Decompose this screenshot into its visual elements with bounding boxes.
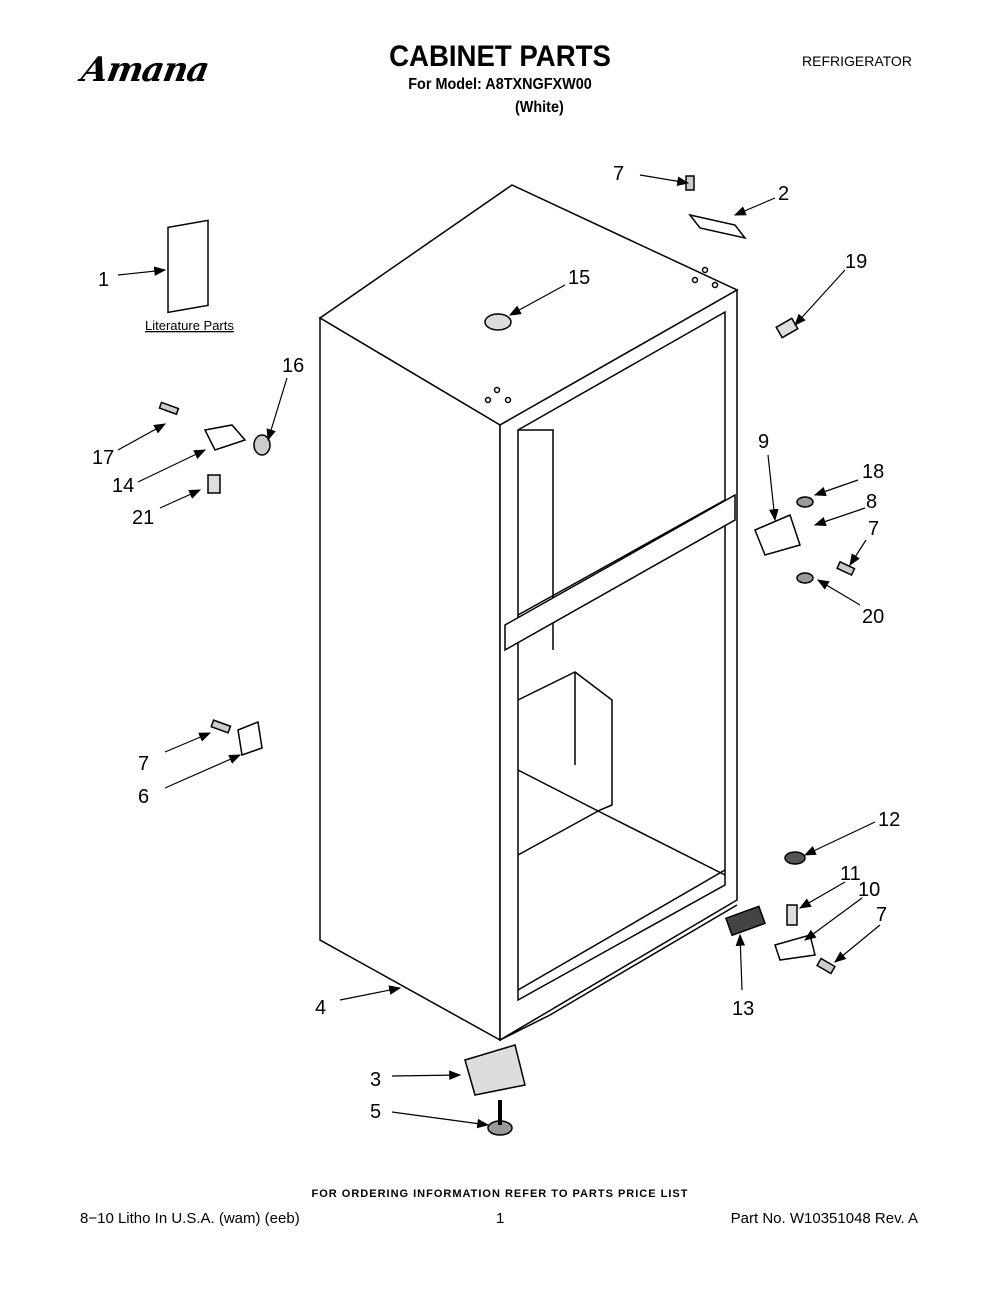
callout-number: 18 <box>862 461 884 483</box>
callout-number: 6 <box>138 786 149 808</box>
part-number: Part No. W10351048 Rev. A <box>730 1210 918 1227</box>
callout-arrow <box>813 507 866 527</box>
literature-parts-label: Literature Parts <box>145 318 234 333</box>
plug-15 <box>484 313 512 331</box>
washer-18 <box>796 496 814 508</box>
pin-11 <box>786 904 798 926</box>
callout-arrow <box>816 579 861 606</box>
callout-arrow <box>117 266 167 276</box>
ordering-note: FOR ORDERING INFORMATION REFER TO PARTS … <box>311 1188 689 1200</box>
callout-number: 17 <box>92 447 114 469</box>
bracket-6 <box>237 720 263 757</box>
callout-arrow <box>733 197 776 216</box>
callout-arrow <box>813 479 859 496</box>
callout-arrow <box>117 423 167 451</box>
callout-number: 7 <box>868 518 879 540</box>
screw-7b <box>836 560 856 577</box>
callout-arrow <box>391 1070 462 1080</box>
callout-arrow <box>508 284 566 316</box>
litho-info: 8−10 Litho In U.S.A. (wam) (eeb) <box>80 1210 300 1227</box>
model-color: (White) <box>515 99 564 116</box>
callout-number: 14 <box>112 475 134 497</box>
callout-number: 11 <box>840 863 861 885</box>
callout-number: 21 <box>132 507 154 529</box>
callout-number: 5 <box>370 1101 381 1123</box>
callout-arrow <box>639 174 690 186</box>
callout-number: 4 <box>315 997 326 1019</box>
callout-number: 19 <box>845 251 867 273</box>
hinge-bottom-10 <box>774 934 816 961</box>
callout-number: 20 <box>862 606 884 628</box>
callout-number: 15 <box>568 267 590 289</box>
screw-7d <box>816 957 836 975</box>
hinge-cover-19 <box>775 317 799 339</box>
callout-arrow <box>164 754 242 789</box>
model-line: For Model: A8TXNGFXW00 <box>408 76 592 93</box>
callout-arrow <box>767 454 779 522</box>
screw-17 <box>158 401 180 416</box>
callout-arrow <box>164 732 212 753</box>
screw-7c <box>210 719 232 734</box>
callout-number: 16 <box>282 355 304 377</box>
hinge-top-2 <box>688 213 747 240</box>
callout-arrow <box>803 821 876 856</box>
roller-3 <box>464 1044 526 1096</box>
callout-number: 13 <box>732 998 754 1020</box>
callout-arrow <box>849 539 867 567</box>
spacer-21 <box>207 474 221 494</box>
callout-arrow <box>266 377 288 442</box>
callout-arrow <box>804 897 863 941</box>
bushing-16 <box>253 434 271 456</box>
callout-arrow <box>339 985 402 1001</box>
page-number: 1 <box>496 1210 505 1227</box>
callout-number: 12 <box>878 809 900 831</box>
page-title: CABINET PARTS <box>389 40 611 73</box>
callout-arrow <box>834 924 881 963</box>
callout-number: 2 <box>778 183 789 205</box>
appliance-category: REFRIGERATOR <box>802 53 912 69</box>
callout-arrow <box>794 269 846 326</box>
callout-arrow <box>391 1111 490 1129</box>
literature-booklet <box>167 219 209 314</box>
callout-arrow <box>159 489 202 509</box>
hinge-center-9 <box>754 513 801 556</box>
washer-12 <box>784 851 806 865</box>
callout-number: 7 <box>138 753 149 775</box>
callout-number: 8 <box>866 491 877 513</box>
callout-arrow <box>735 933 746 991</box>
shim-13 <box>724 905 766 937</box>
callout-number: 10 <box>858 879 880 901</box>
callout-number: 9 <box>758 431 769 453</box>
cabinet-drawing <box>158 175 856 1136</box>
hinge-14 <box>203 424 247 451</box>
callout-arrow <box>798 881 846 909</box>
washer-20 <box>796 572 814 584</box>
callout-number: 3 <box>370 1069 381 1091</box>
callout-number: 7 <box>876 904 887 926</box>
callout-number: 1 <box>98 269 109 291</box>
callout-number: 7 <box>613 163 624 185</box>
callout-arrow <box>137 449 207 483</box>
